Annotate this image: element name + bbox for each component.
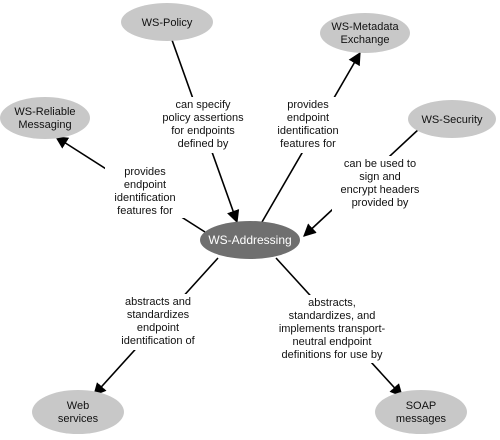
text-line: Exchange: [341, 34, 390, 46]
text-line: WS-Policy: [142, 17, 193, 29]
text-line: WS-Security: [421, 114, 483, 126]
text-line: definitions for use by: [282, 349, 383, 361]
text-line: encrypt headers: [341, 184, 420, 196]
text-line: Messaging: [18, 119, 71, 131]
text-line: features for: [117, 205, 173, 217]
text-line: implements transport-: [279, 323, 386, 335]
text-line: endpoint: [124, 179, 166, 191]
text-line: identification of: [121, 335, 195, 347]
text-line: endpoint: [287, 112, 329, 124]
text-line: identification: [277, 125, 338, 137]
text-line: WS-Metadata: [331, 21, 399, 33]
text-line: sign and: [359, 171, 401, 183]
text-line: identification: [114, 192, 175, 204]
node-ws-policy: WS-Policy: [121, 3, 213, 41]
text-line: provided by: [352, 197, 409, 209]
node-ws-addressing: WS-Addressing: [200, 221, 300, 259]
text-line: for endpoints: [171, 125, 235, 137]
text-line: WS-Addressing: [208, 233, 291, 247]
node-ws-security: WS-Security: [408, 100, 496, 138]
text-line: provides: [287, 99, 329, 111]
text-line: services: [58, 413, 99, 425]
text-line: abstracts,: [308, 297, 356, 309]
node-label-ws-policy: WS-Policy: [142, 17, 193, 29]
text-line: WS-Reliable: [14, 106, 75, 118]
text-line: policy assertions: [162, 112, 244, 124]
text-line: messages: [396, 413, 447, 425]
text-line: SOAP: [406, 400, 437, 412]
node-label-ws-security: WS-Security: [421, 114, 483, 126]
node-label-ws-addressing: WS-Addressing: [208, 233, 291, 247]
text-line: abstracts and: [125, 296, 191, 308]
text-line: neutral endpoint: [293, 336, 372, 348]
text-line: can specify: [175, 99, 231, 111]
text-line: defined by: [178, 138, 229, 150]
text-line: standardizes, and: [289, 310, 376, 322]
text-line: provides: [124, 166, 166, 178]
text-line: endpoint: [137, 322, 179, 334]
text-line: Web: [67, 400, 89, 412]
text-line: can be used to: [344, 158, 416, 170]
text-line: standardizes: [127, 309, 190, 321]
text-line: features for: [280, 138, 336, 150]
